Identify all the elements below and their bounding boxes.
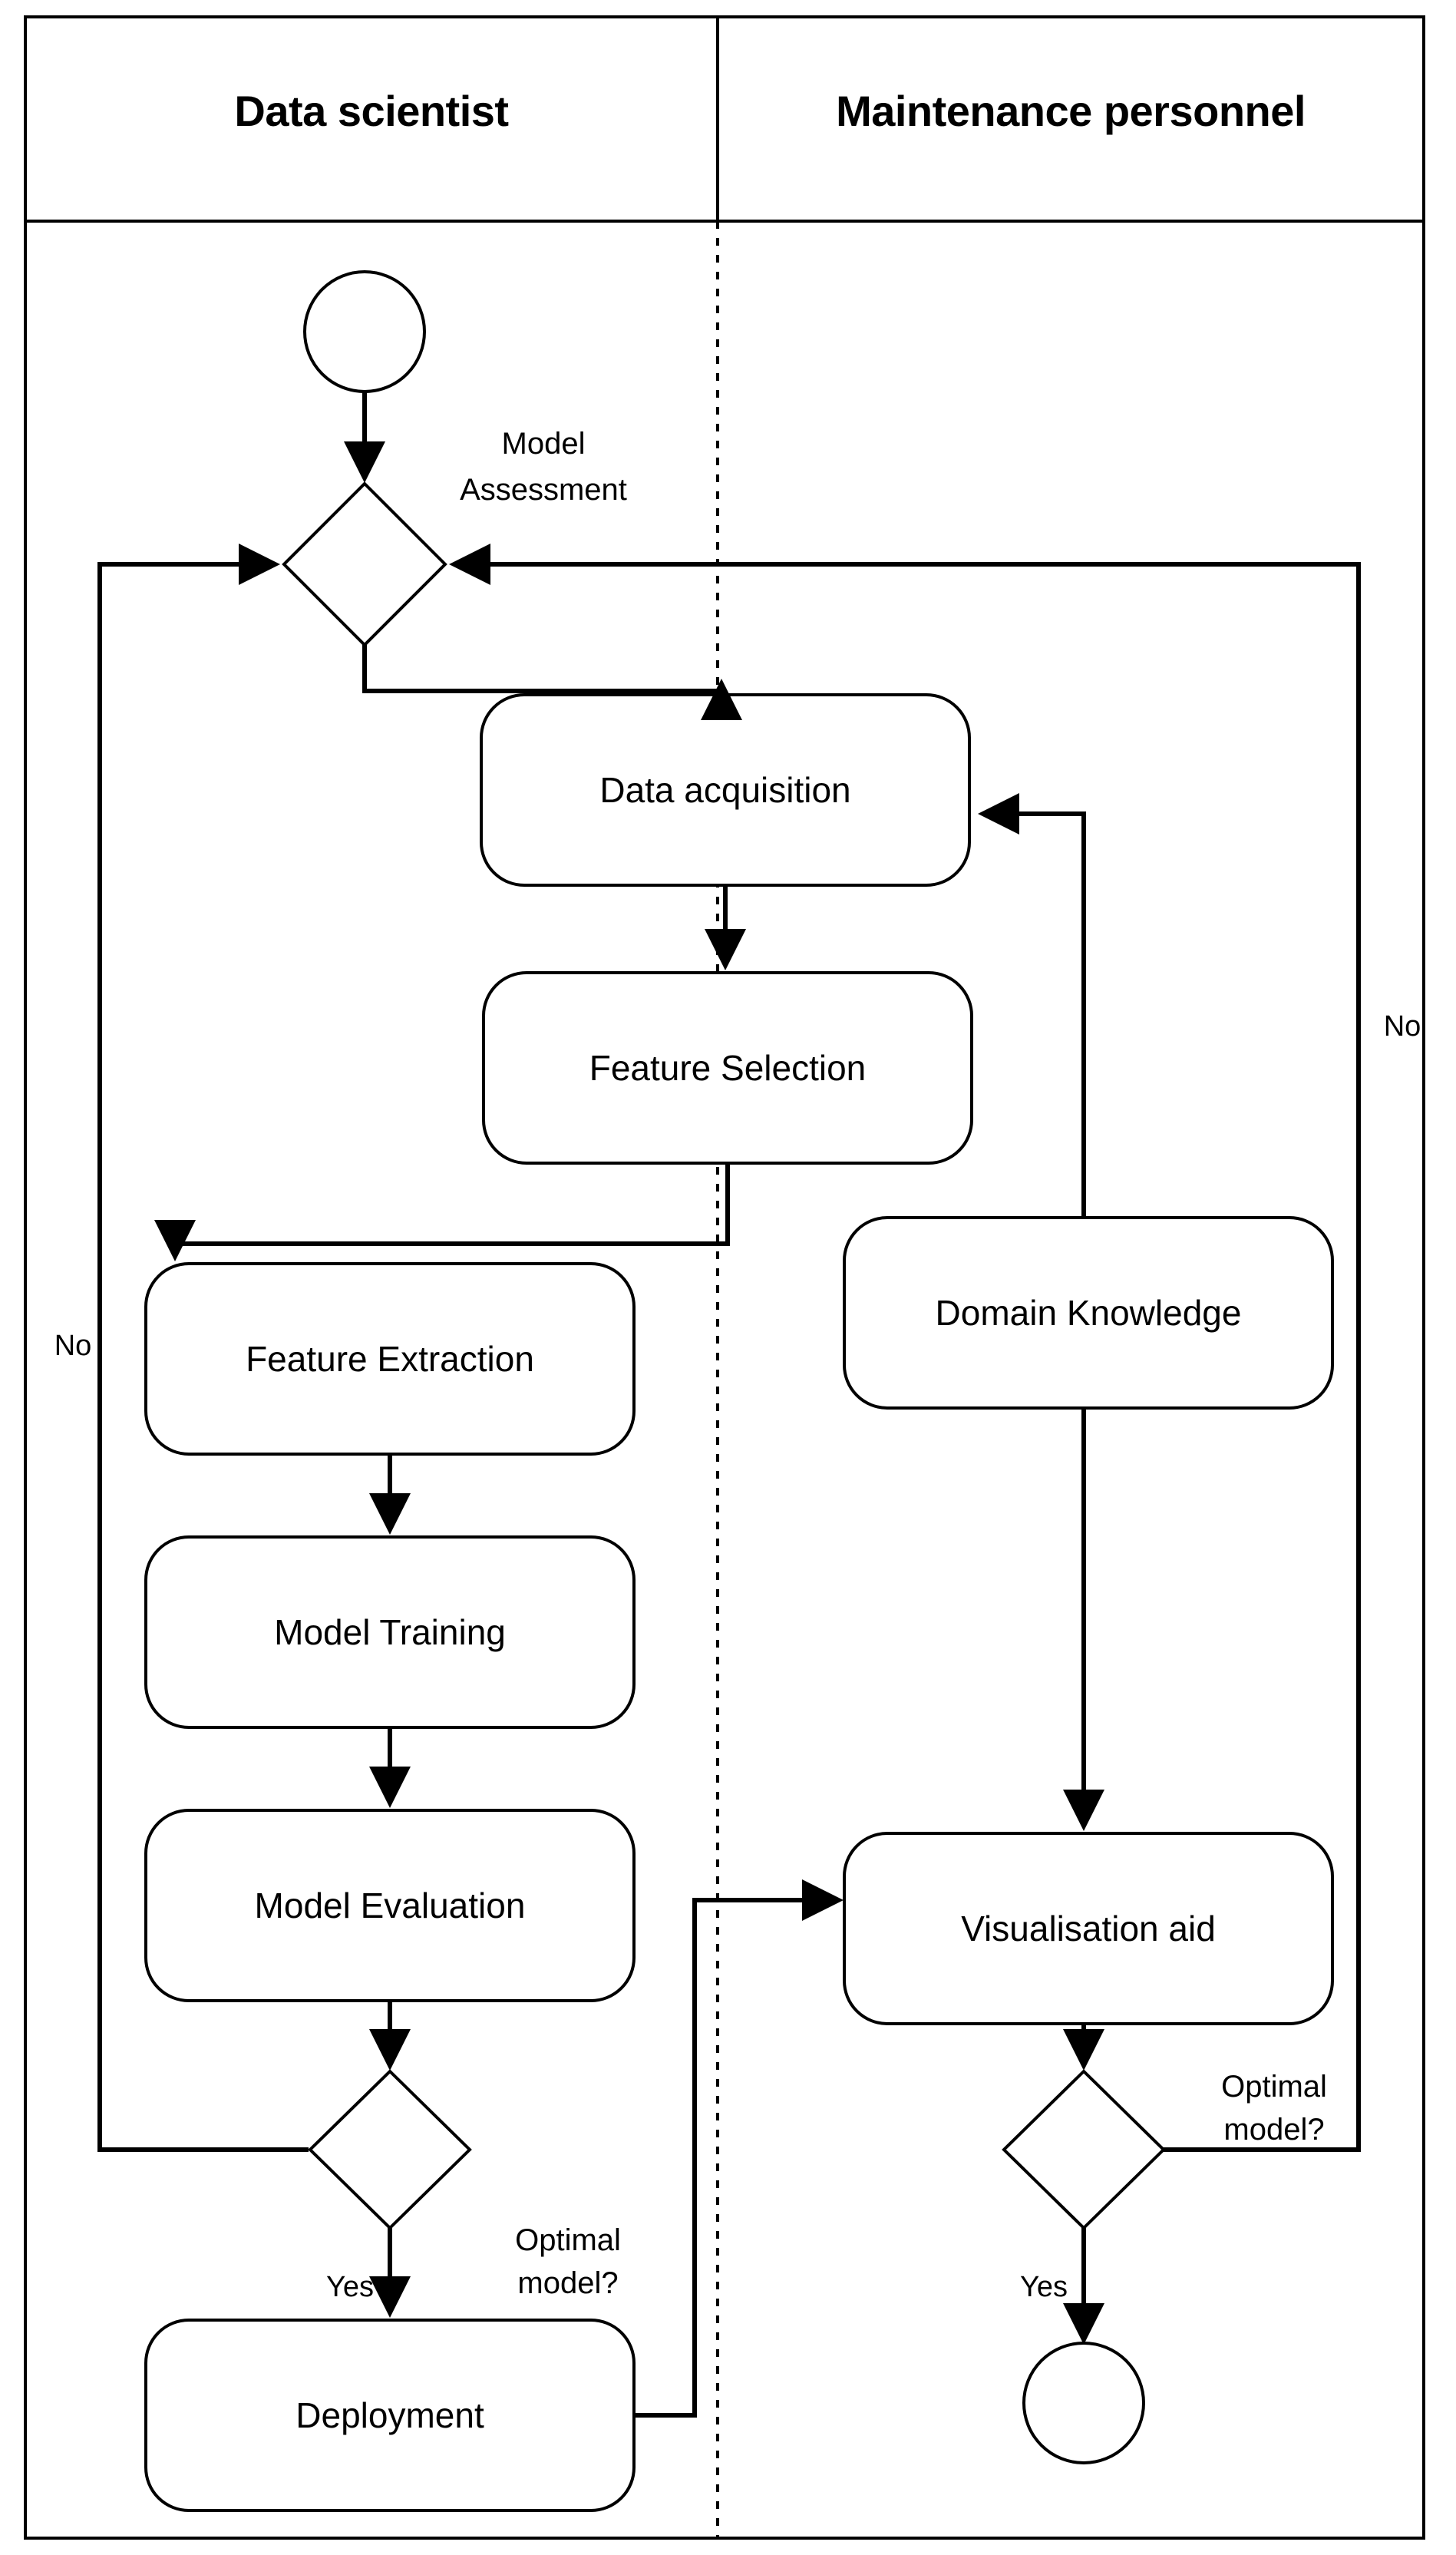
activity-visualisation-aid (843, 1832, 1334, 2025)
activity-deployment (144, 2319, 636, 2512)
activity-feature-selection (482, 971, 973, 1165)
activity-model-training (144, 1535, 636, 1729)
edge-domain-knowledge-to-data-acquisition (978, 793, 1086, 1218)
edge-no-left-loopback (97, 544, 309, 2152)
optimal-model-decision-left (308, 2069, 472, 2230)
end-node (1022, 2342, 1145, 2464)
activity-model-evaluation (144, 1809, 636, 2002)
optimal-model-decision-right (1002, 2069, 1166, 2230)
start-node (303, 270, 426, 393)
edge-no-right-loopback (449, 544, 1361, 2152)
edge-feature-selection-to-extraction (173, 1163, 730, 1251)
model-assessment-decision (282, 481, 447, 647)
activity-feature-extraction (144, 1262, 636, 1456)
edge-assessment-to-data-acquisition (362, 645, 724, 693)
activity-domain-knowledge (843, 1216, 1334, 1410)
swimlane-frame (24, 15, 1425, 2540)
edge-deployment-to-visualisation (634, 1879, 844, 2418)
activity-data-acquisition (480, 693, 971, 887)
